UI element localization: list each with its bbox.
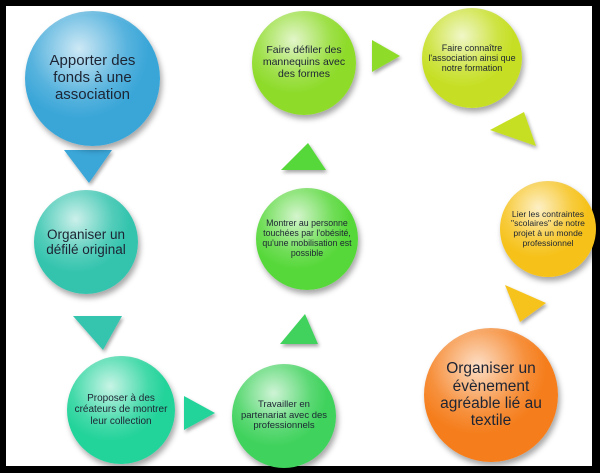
node-text: Faire défiler des mannequins avec des fo… bbox=[262, 44, 346, 80]
arrow-1-icon bbox=[64, 150, 112, 183]
node-text: Montrer au personne touchées par l'obési… bbox=[262, 218, 352, 258]
arrow-3-icon bbox=[184, 396, 215, 430]
node-text: Apporter des fonds à une association bbox=[49, 52, 136, 103]
arrow-2-icon bbox=[73, 316, 122, 350]
node-montrer-mobilisation: Montrer au personne touchées par l'obési… bbox=[256, 188, 358, 290]
node-text: Lier les contraintes "scolaires" de notr… bbox=[511, 208, 585, 248]
node-text: Organiser un défilé original bbox=[46, 226, 126, 257]
node-text: Travailler en partenariat avec des profe… bbox=[240, 399, 328, 432]
node-travailler-partenariat: Travailler en partenariat avec des profe… bbox=[232, 364, 336, 468]
node-organiser-un-defile: Organiser un défilé original bbox=[34, 190, 138, 294]
node-proposer-createurs: Proposer à des créateurs de montrer leur… bbox=[67, 356, 175, 464]
arrow-4-icon bbox=[280, 314, 318, 344]
arrow-8-icon bbox=[505, 285, 546, 322]
node-organiser-evenement: Organiser un évènement agréable lié au t… bbox=[424, 328, 558, 462]
arrow-6-icon bbox=[372, 40, 400, 72]
node-text: Faire connaître l'association ainsi que … bbox=[428, 42, 516, 74]
node-text: Organiser un évènement agréable lié au t… bbox=[440, 360, 542, 430]
node-faire-connaitre: Faire connaître l'association ainsi que … bbox=[422, 8, 522, 108]
node-text: Proposer à des créateurs de montrer leur… bbox=[74, 393, 168, 427]
node-lier-contraintes: Lier les contraintes "scolaires" de notr… bbox=[500, 181, 596, 277]
node-faire-defiler-mannequins: Faire défiler des mannequins avec des fo… bbox=[252, 11, 356, 115]
arrow-5-icon bbox=[281, 143, 326, 170]
node-apporter-des-fonds: Apporter des fonds à une association bbox=[25, 11, 160, 146]
arrow-7-icon bbox=[490, 112, 536, 146]
